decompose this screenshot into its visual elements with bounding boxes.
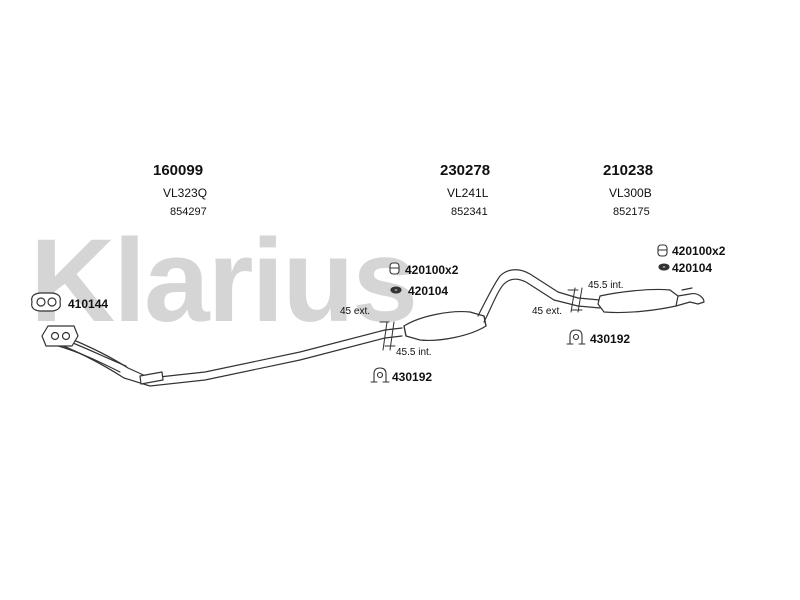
section-2-sub-code: 852341 — [451, 206, 488, 218]
section-3-part-number: 210238 — [603, 162, 654, 179]
section-3-sub-code: 852175 — [613, 206, 650, 218]
ring-label-rear: 420104 — [672, 261, 713, 275]
hanger-label-middle: 420100x2 — [405, 263, 459, 277]
rubber-hanger-icon — [657, 244, 668, 257]
rubber-ring-icon — [390, 286, 402, 294]
rear-silencer — [577, 287, 705, 314]
dimension-ext-middle: 45 ext. — [340, 306, 371, 317]
dimension-ext-rear: 45 ext. — [532, 306, 563, 317]
hanger-label-rear: 420100x2 — [672, 244, 726, 258]
cut-marks — [379, 287, 583, 351]
section-2-part-number: 230278 — [440, 162, 491, 179]
ring-label-middle: 420104 — [408, 284, 449, 298]
section-1-part-number: 160099 — [153, 162, 204, 179]
brand-watermark: Klarius — [30, 215, 418, 347]
section-3-code: VL300B — [609, 186, 652, 200]
dimension-int-rear: 45.5 int. — [588, 280, 624, 291]
fitting-icons — [370, 244, 670, 383]
middle-silencer — [384, 269, 579, 341]
gasket-label: 410144 — [68, 297, 109, 311]
clamp-label-rear: 430192 — [590, 332, 631, 346]
clamp-icon — [566, 329, 586, 345]
rubber-hanger-icon — [389, 262, 400, 275]
front-pipe — [41, 325, 386, 387]
gasket-part — [31, 292, 61, 312]
section-2-code: VL241L — [447, 186, 489, 200]
section-1-sub-code: 854297 — [170, 206, 207, 218]
section-1-code: VL323Q — [163, 186, 208, 200]
clamp-icon — [370, 367, 390, 383]
dimension-int-middle: 45.5 int. — [396, 347, 432, 358]
clamp-label-middle: 430192 — [392, 370, 433, 384]
rubber-ring-icon — [658, 263, 670, 271]
